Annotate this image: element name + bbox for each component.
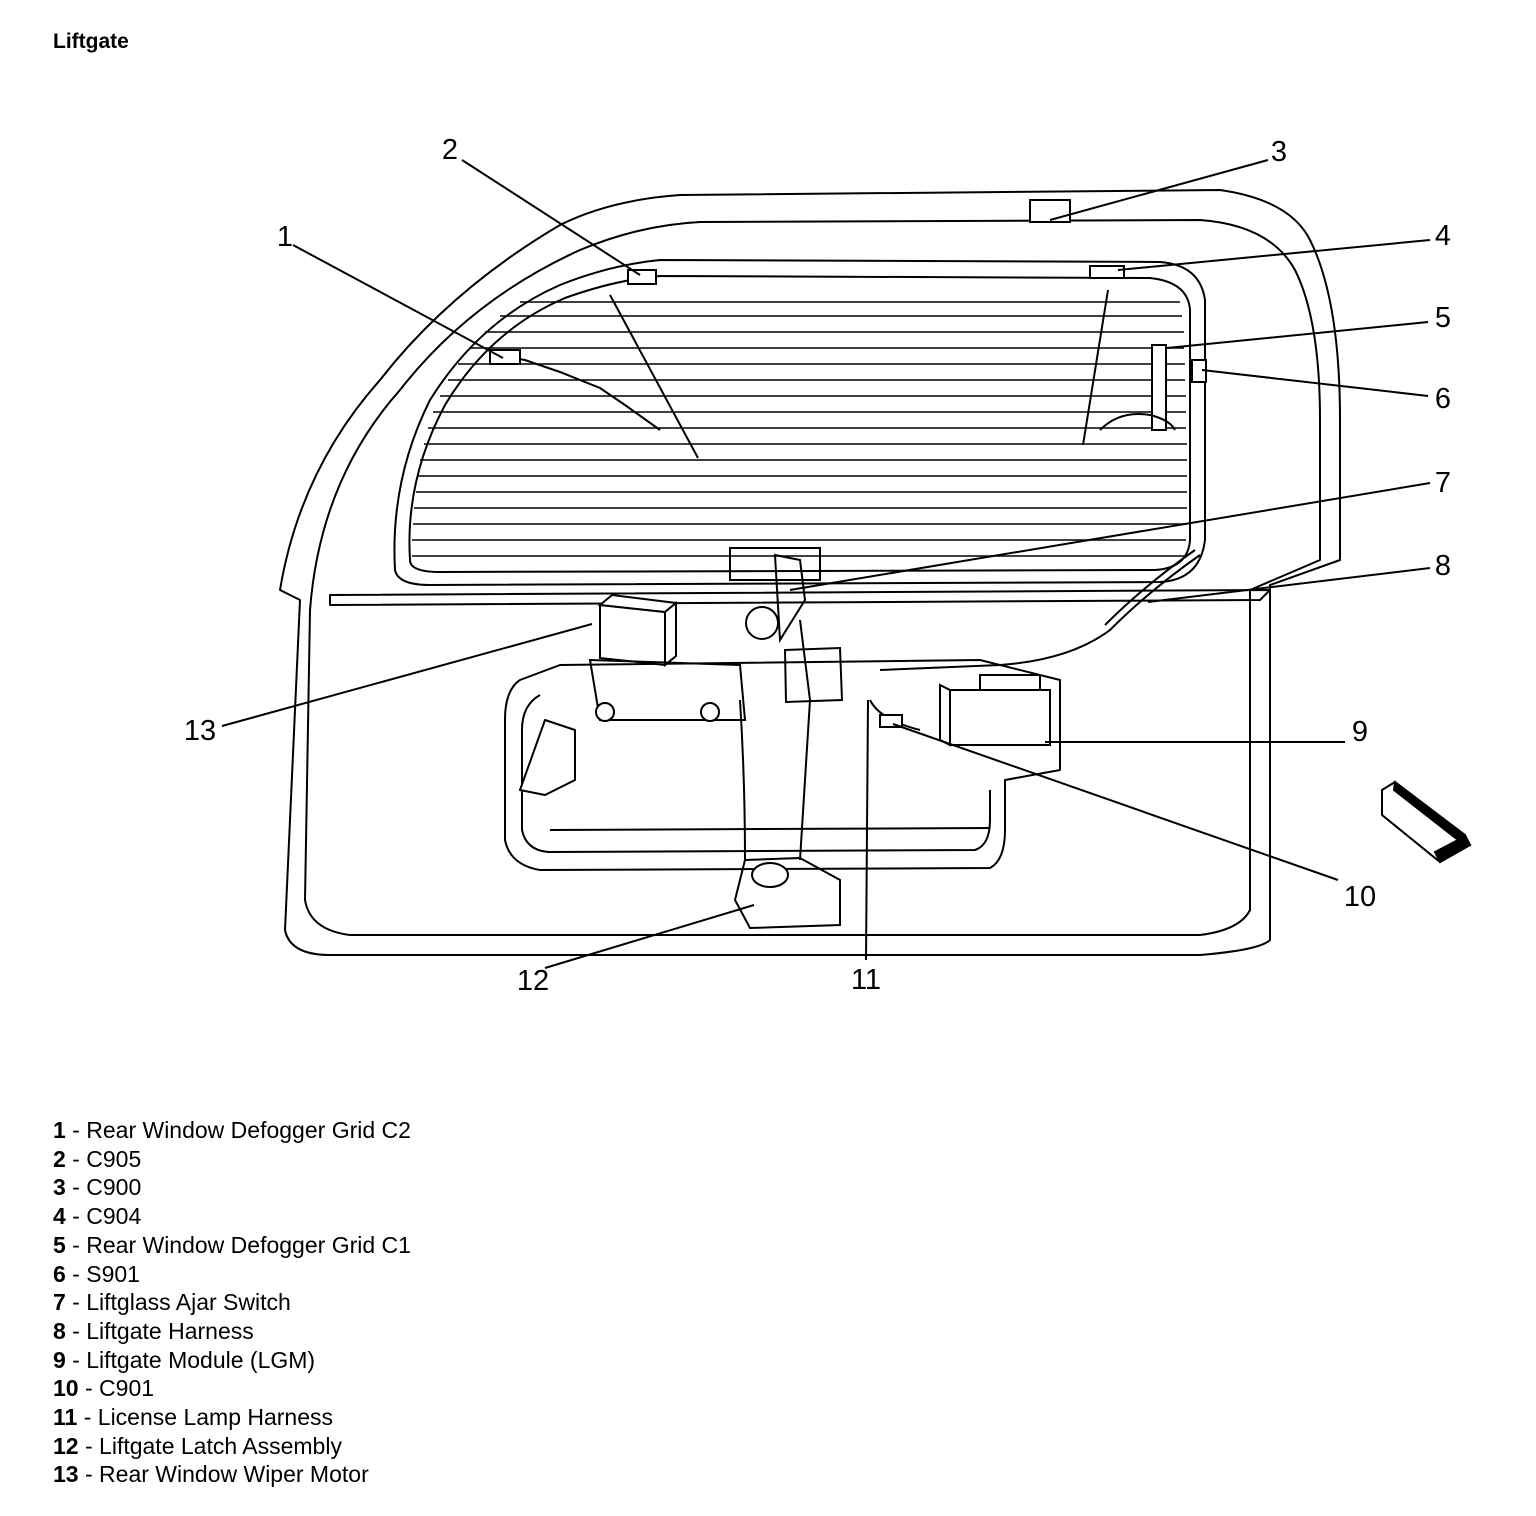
legend-label: Liftgate Module (LGM) (86, 1346, 316, 1373)
legend-label: Rear Window Defogger Grid C2 (86, 1117, 411, 1143)
wiper-motor (588, 593, 747, 722)
legend-separator: - (65, 1203, 87, 1230)
legend-item: 2 - C905 (53, 1145, 411, 1174)
rear-glass-inner (408, 275, 1191, 573)
legend-number: 9 (53, 1346, 66, 1373)
legend-label: Liftgate Harness (86, 1317, 254, 1344)
callout-8: 8 (1435, 550, 1451, 582)
liftgate-module (939, 674, 1051, 747)
c900-connector (1029, 199, 1071, 223)
legend-item: 12 - Liftgate Latch Assembly (53, 1432, 411, 1461)
legend-item: 13 - Rear Window Wiper Motor (53, 1460, 411, 1489)
lower-cavity-outer (504, 659, 1061, 871)
legend-item: 6 - S901 (53, 1260, 411, 1289)
c905-connector (627, 269, 657, 285)
legend-label: C905 (86, 1145, 142, 1172)
legend-number: 12 (53, 1432, 79, 1459)
liftgate-harness (879, 554, 1201, 671)
legend-separator: - (65, 1117, 87, 1143)
component-legend: 1 - Rear Window Defogger Grid C2 2 - C90… (53, 1116, 411, 1489)
legend-item: 1 - Rear Window Defogger Grid C2 (53, 1116, 411, 1145)
legend-label: Rear Window Defogger Grid C1 (86, 1231, 411, 1258)
legend-label: Liftglass Ajar Switch (86, 1289, 291, 1316)
diagram-title: Liftgate (53, 30, 129, 53)
legend-label: Rear Window Wiper Motor (99, 1461, 369, 1488)
liftgate-inner-outline (304, 219, 1321, 936)
rear-glass-outline (393, 259, 1206, 586)
legend-item: 3 - C900 (53, 1173, 411, 1202)
legend-separator: - (65, 1231, 87, 1258)
legend-label: S901 (86, 1260, 140, 1287)
legend-label: License Lamp Harness (97, 1404, 334, 1431)
legend-separator: - (65, 1260, 87, 1287)
legend-item: 9 - Liftgate Module (LGM) (53, 1346, 411, 1375)
defogger-grid (412, 301, 1187, 557)
callout-3: 3 (1271, 136, 1287, 168)
legend-separator: - (78, 1461, 100, 1488)
lower-cavity-inner (521, 694, 991, 853)
legend-separator: - (77, 1404, 98, 1431)
legend-label: Liftgate Latch Assembly (99, 1432, 342, 1459)
callout-1: 1 (277, 221, 293, 253)
callout-12: 12 (517, 965, 549, 997)
defogger-grid-c2-connector (489, 349, 521, 365)
callout-2: 2 (442, 134, 458, 166)
legend-item: 11 - License Lamp Harness (53, 1403, 411, 1432)
legend-number: 8 (53, 1317, 66, 1344)
legend-separator: - (65, 1145, 87, 1172)
legend-item: 10 - C901 (53, 1374, 411, 1403)
defogger-grid-c1-connector (1151, 344, 1167, 431)
legend-separator: - (65, 1317, 87, 1344)
legend-number: 10 (53, 1375, 79, 1402)
legend-item: 7 - Liftglass Ajar Switch (53, 1288, 411, 1317)
grommet (745, 606, 779, 640)
legend-label: C900 (86, 1174, 142, 1201)
legend-separator: - (65, 1346, 87, 1373)
legend-number: 3 (53, 1174, 66, 1201)
callout-7: 7 (1435, 467, 1451, 499)
c901-connector (879, 714, 903, 728)
legend-number: 4 (53, 1203, 66, 1230)
legend-label: C904 (86, 1203, 142, 1230)
legend-number: 7 (53, 1289, 66, 1316)
callout-6: 6 (1435, 383, 1451, 415)
direction-arrow-icon (1381, 780, 1472, 864)
callout-4: 4 (1435, 220, 1451, 252)
legend-number: 2 (53, 1145, 66, 1172)
legend-label: C901 (99, 1375, 155, 1402)
callout-9: 9 (1352, 716, 1368, 748)
callout-10: 10 (1344, 881, 1376, 913)
callout-5: 5 (1435, 302, 1451, 334)
legend-item: 5 - Rear Window Defogger Grid C1 (53, 1231, 411, 1260)
callout-13: 13 (184, 715, 216, 747)
legend-item: 8 - Liftgate Harness (53, 1317, 411, 1346)
callout-11: 11 (851, 964, 881, 996)
defogger-terminal-left (494, 354, 661, 431)
c904-connector (1089, 265, 1125, 279)
legend-number: 6 (53, 1260, 66, 1287)
legend-item: 4 - C904 (53, 1202, 411, 1231)
legend-number: 11 (53, 1404, 78, 1431)
legend-separator: - (78, 1432, 100, 1459)
legend-number: 13 (53, 1461, 79, 1488)
legend-separator: - (65, 1174, 87, 1201)
liftgate-outer-outline (279, 189, 1341, 956)
trim-panel (329, 589, 1271, 606)
legend-number: 5 (53, 1231, 66, 1258)
legend-separator: - (78, 1375, 100, 1402)
legend-number: 1 (53, 1117, 66, 1143)
legend-separator: - (65, 1289, 87, 1316)
